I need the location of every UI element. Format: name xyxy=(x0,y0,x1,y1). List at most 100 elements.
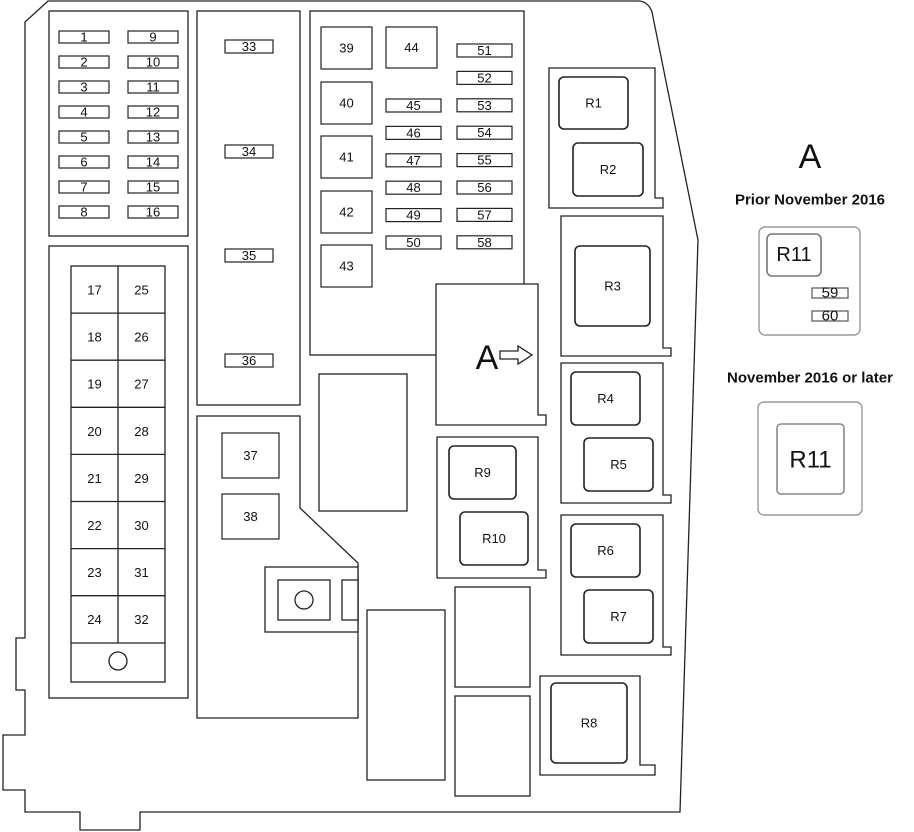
fuse-1-label: 1 xyxy=(80,30,87,45)
fuse-60-label: 60 xyxy=(822,308,839,325)
relay-r11-prior xyxy=(766,233,822,277)
fuse-17-label: 17 xyxy=(87,283,101,298)
fuse-48-label: 48 xyxy=(406,180,420,195)
fuse-44 xyxy=(385,26,438,69)
relay-r11-later xyxy=(776,423,845,495)
relay-r1 xyxy=(558,76,629,130)
relay-r3-label: R3 xyxy=(604,279,621,294)
empty-slot xyxy=(318,373,408,512)
relay-r9 xyxy=(448,445,517,500)
fuse-3-label: 3 xyxy=(80,80,87,95)
relay-r8-label: R8 xyxy=(581,716,598,731)
fuse-40 xyxy=(320,81,373,125)
fuse-12 xyxy=(127,105,179,119)
fuse-5 xyxy=(58,130,110,144)
relay-r2 xyxy=(572,142,644,197)
fuse-37 xyxy=(221,432,280,479)
fuse-14-label: 14 xyxy=(146,155,160,170)
fuse-14 xyxy=(127,155,179,169)
fuse-45-label: 45 xyxy=(406,98,420,113)
fuse-34-label: 34 xyxy=(242,144,256,159)
mounting-hole xyxy=(108,651,128,671)
fuse-31-label: 31 xyxy=(134,565,148,580)
fuse-60 xyxy=(811,310,849,322)
fuse-41-label: 41 xyxy=(339,150,353,165)
fuse-54 xyxy=(456,125,513,140)
fuse-43-label: 43 xyxy=(339,259,353,274)
fuse-24-label: 24 xyxy=(87,612,101,627)
relay-r6 xyxy=(570,523,641,578)
fuse-53-label: 53 xyxy=(477,98,491,113)
fuse-11 xyxy=(127,80,179,94)
fuse-58-label: 58 xyxy=(477,235,491,250)
fuse-block-33-36 xyxy=(196,10,301,406)
fuse-51-label: 51 xyxy=(477,43,491,58)
inset-later-heading: November 2016 or later xyxy=(727,370,893,387)
fuse-10-label: 10 xyxy=(146,55,160,70)
empty-slot xyxy=(454,695,531,797)
fuse-42-label: 42 xyxy=(339,205,353,220)
fuse-10 xyxy=(127,55,179,69)
fuse-52-label: 52 xyxy=(477,70,491,85)
fuse-11-label: 11 xyxy=(146,80,160,95)
empty-slot xyxy=(454,586,531,688)
relay-r6-label: R6 xyxy=(597,543,614,558)
fuse-37-label: 37 xyxy=(243,448,257,463)
fuse-6 xyxy=(58,155,110,169)
relay-r11-later-label: R11 xyxy=(789,447,831,474)
fuse-55-label: 55 xyxy=(477,153,491,168)
fuse-5-label: 5 xyxy=(80,130,87,145)
fuse-35 xyxy=(224,248,274,263)
fuse-7 xyxy=(58,180,110,194)
area-a-marker: A xyxy=(476,339,499,377)
fuse-49-label: 49 xyxy=(406,208,420,223)
relay-r9-label: R9 xyxy=(474,465,491,480)
fuse-16-label: 16 xyxy=(146,205,160,220)
fuse-3 xyxy=(58,80,110,94)
fuse-50-label: 50 xyxy=(406,235,420,250)
fuse-53 xyxy=(456,98,513,113)
fuse-block-1-16 xyxy=(48,10,189,237)
fuse-15 xyxy=(127,180,179,194)
relay-r3 xyxy=(574,245,651,327)
relay-r1-label: R1 xyxy=(585,96,602,111)
relay-r11-prior-label: R11 xyxy=(776,244,811,266)
fuse-15-label: 15 xyxy=(146,180,160,195)
fuse-40-label: 40 xyxy=(339,96,353,111)
fuse-54-label: 54 xyxy=(477,125,491,140)
fuse-12-label: 12 xyxy=(146,105,160,120)
relay-r2-label: R2 xyxy=(600,162,617,177)
fuse-9-label: 9 xyxy=(149,30,156,45)
fuse-27-label: 27 xyxy=(134,377,148,392)
fuse-8 xyxy=(58,205,110,219)
fuse-59-label: 59 xyxy=(822,285,839,302)
fuse-58 xyxy=(456,235,513,250)
fuse-25-label: 25 xyxy=(134,283,148,298)
fuse-38-label: 38 xyxy=(243,509,257,524)
fuse-18-label: 18 xyxy=(87,330,101,345)
fuse-8-label: 8 xyxy=(80,205,87,220)
relay-r7 xyxy=(583,589,654,644)
fuse-33-label: 33 xyxy=(242,39,256,54)
fuse-46-label: 46 xyxy=(406,125,420,140)
arrow-icon xyxy=(499,344,534,366)
relay-r5 xyxy=(583,437,654,492)
fuse-33 xyxy=(224,39,274,54)
fuse-57-label: 57 xyxy=(477,207,491,222)
connector-latch xyxy=(341,579,359,621)
fuse-56 xyxy=(456,180,513,195)
fuse-49 xyxy=(385,208,442,223)
fuse-48 xyxy=(385,180,442,195)
fuse-55 xyxy=(456,153,513,168)
relay-r10 xyxy=(459,511,529,566)
fuse-28-label: 28 xyxy=(134,424,148,439)
inset-prior-heading: Prior November 2016 xyxy=(735,192,885,209)
fuse-box-outline xyxy=(2,0,699,831)
fuse-35-label: 35 xyxy=(242,248,256,263)
inset-title: A xyxy=(799,138,822,176)
fuse-43 xyxy=(320,244,373,288)
fuse-13 xyxy=(127,130,179,144)
fuse-9 xyxy=(127,30,179,44)
fuse-36 xyxy=(224,353,274,368)
